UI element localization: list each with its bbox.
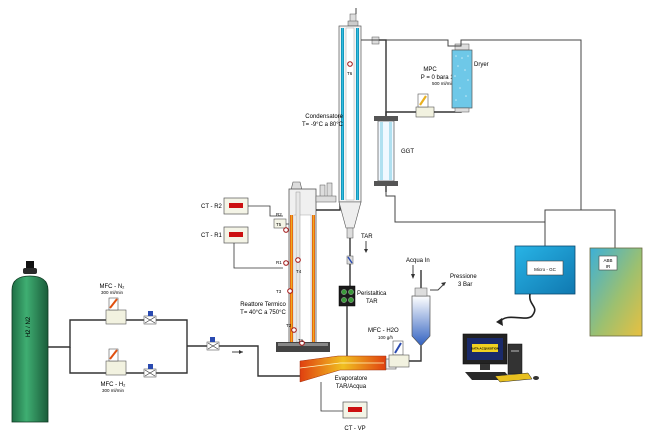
evaporator-label-1: Evaporatore <box>335 376 368 382</box>
mfc-h2o-label: MFC - H2O <box>368 328 399 334</box>
pressure-label-2: 3 Bar <box>458 282 472 288</box>
valve-n2[interactable] <box>143 311 157 325</box>
t5-label: T5 <box>276 222 282 227</box>
t1-label: T1 <box>298 338 304 343</box>
mpc-title: MPC <box>423 67 437 73</box>
abb-ir: ABB IR <box>581 209 643 337</box>
gas-pipes <box>48 319 300 377</box>
ggt-column: GGT <box>374 39 414 192</box>
gas-cylinder: H2 / N2 <box>11 261 49 423</box>
condenser: T6 Condensatore T= -9°C a 80°C <box>302 13 380 239</box>
mpc: MPC P = 0 bara 10 bar 500 ml/min <box>385 67 467 118</box>
pressure-label-1: Pressione <box>450 274 477 280</box>
abb-label-1: ABB <box>603 258 612 263</box>
dryer-label: Dryer <box>474 62 489 68</box>
mfc-h2: MFC - H₂ 300 ml/min <box>101 348 127 393</box>
mfc-n2-label: MFC - N₂ <box>100 284 126 290</box>
mfc-h2-label: MFC - H₂ <box>101 382 127 388</box>
mfc-n2-rate: 300 ml/min <box>101 290 124 295</box>
mpc-rate: 500 ml/min <box>432 81 455 86</box>
tar-label: TAR <box>361 234 373 240</box>
t3-label: T3 <box>276 289 282 294</box>
r1-label: R1 <box>276 260 282 265</box>
mpc-pressure: P = 0 bara 10 bar <box>421 75 467 81</box>
peristaltic-pump: Peristaltica TAR <box>338 285 387 361</box>
water-tank: Acqua In Pressione 3 Bar <box>406 258 477 347</box>
ct-r2-label: CT - R2 <box>201 204 223 210</box>
t5-sensor: T5 <box>273 218 290 229</box>
mfc-h2-rate: 300 ml/min <box>102 388 125 393</box>
ct-vp-label: CT - VP <box>344 426 365 432</box>
t2-label: T2 <box>286 323 292 328</box>
ct-r1-controller: CT - R1 R1 <box>201 226 283 269</box>
mfc-n2: MFC - N₂ 300 ml/min <box>100 284 127 325</box>
peristaltic-label-1: Peristaltica <box>357 291 387 297</box>
t6-label: T6 <box>347 71 353 76</box>
t4-label: T4 <box>296 269 302 274</box>
r2-label: R2 <box>276 212 282 217</box>
data-acquisition-pc: DATA ACQUISITION <box>462 333 539 383</box>
condenser-title: Condensatore <box>305 114 343 120</box>
micro-gc: Micro - GC <box>385 192 576 326</box>
reactor-title: Reattore Termico <box>240 302 286 308</box>
valve-h2[interactable] <box>143 364 157 378</box>
mfc-h2o: MFC - H2O 100 g/h <box>368 328 422 368</box>
tar-outlet: TAR <box>346 234 373 286</box>
valve-main[interactable] <box>206 337 220 351</box>
reactor-temp: T= 40°C a 750°C <box>240 310 286 316</box>
mfc-h2o-rate: 100 g/h <box>378 335 394 340</box>
cylinder-label: H2 / N2 <box>26 316 32 337</box>
condenser-temp: T= -9°C a 80°C <box>302 122 344 128</box>
pc-screen-label: DATA ACQUISITION <box>471 347 499 351</box>
ggt-label: GGT <box>401 149 414 155</box>
evaporator-label-2: TAR/Acqua <box>336 384 367 390</box>
peristaltic-label-2: TAR <box>366 299 378 305</box>
micro-gc-label: Micro - GC <box>534 267 556 272</box>
reactor: T4 T3 T2 T1 Reattore Termico T= 40°C a 7… <box>240 181 341 352</box>
ct-vp-controller: CT - VP <box>342 401 368 432</box>
ct-r1-label: CT - R1 <box>201 233 223 239</box>
ct-r2-controller: CT - R2 R2 <box>201 197 283 217</box>
abb-label-2: IR <box>606 264 611 269</box>
water-in-label: Acqua In <box>406 258 430 264</box>
